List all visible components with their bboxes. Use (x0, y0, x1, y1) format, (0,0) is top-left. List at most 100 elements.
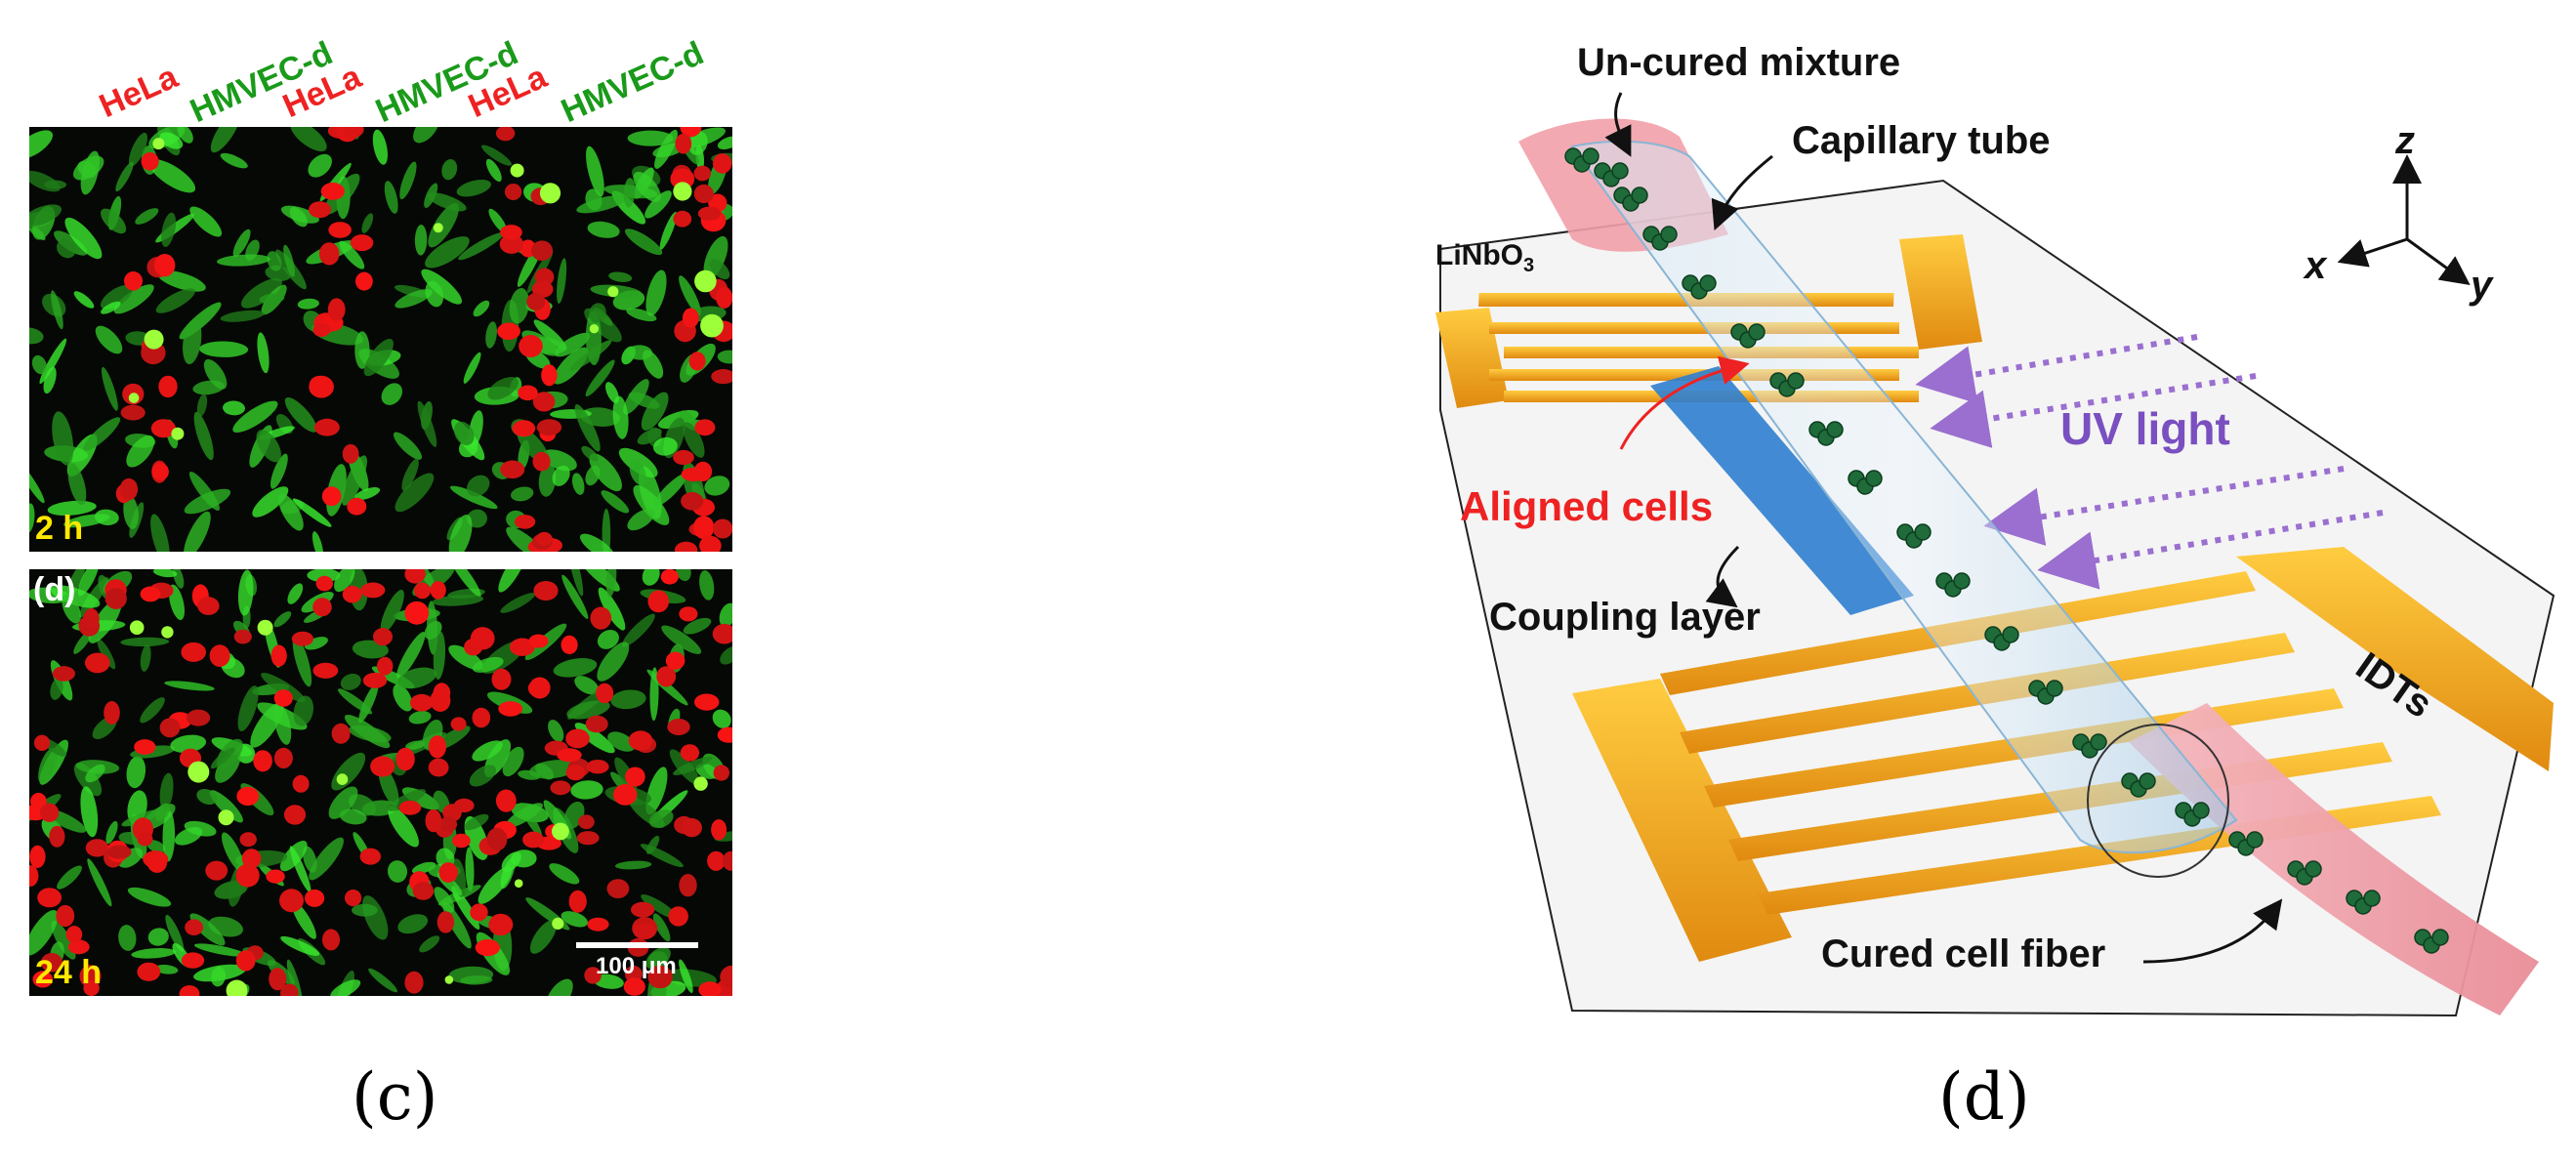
endothelial-cell (126, 435, 155, 468)
endothelial-cell (140, 644, 151, 672)
endothelial-cell (601, 490, 630, 514)
cell-cluster-dot (1914, 523, 1932, 541)
endothelial-cell (273, 611, 292, 628)
endothelial-cell (509, 287, 529, 324)
hela-cell (679, 874, 697, 897)
endothelial-cell (101, 208, 127, 234)
panel-c-caption: (c) (352, 1059, 438, 1135)
endothelial-cell (118, 925, 137, 951)
hela-cell (688, 352, 706, 371)
endothelial-cell (64, 217, 103, 260)
hela-cell (682, 308, 699, 328)
endothelial-cell (421, 269, 463, 305)
cell-field-24h (29, 569, 732, 996)
endothelial-cell (673, 756, 713, 775)
hela-cell (197, 597, 220, 615)
endothelial-cell (612, 395, 629, 439)
endothelial-cell (85, 764, 105, 783)
endothelial-cell (184, 511, 211, 552)
hela-cell (309, 375, 334, 398)
endothelial-cell (561, 911, 589, 928)
label-substrate: LiNbO3 (1435, 239, 1534, 277)
endothelial-cell (62, 594, 81, 624)
endothelial-cell (161, 212, 177, 247)
hela-cell (185, 919, 204, 935)
endothelial-cell (553, 658, 598, 678)
endothelial-cell (427, 192, 467, 212)
hela-cell (327, 298, 346, 321)
hela-cell (541, 364, 558, 387)
hela-cell (606, 879, 630, 898)
endothelial-cell (645, 269, 667, 316)
endothelial-cell (614, 860, 652, 870)
endothelial-cell (607, 731, 636, 752)
hela-cell (83, 608, 100, 630)
endothelial-cell (290, 127, 327, 152)
hela-cell (628, 730, 653, 751)
hela-cell (239, 832, 257, 848)
endothelial-cell (405, 740, 426, 750)
endothelial-cell (679, 275, 701, 315)
hela-cell (522, 831, 545, 849)
endothelial-cell (448, 569, 481, 598)
hela-cell (65, 926, 83, 943)
bright-cell (433, 223, 443, 233)
hela-cell (359, 848, 381, 865)
hela-cell (269, 968, 287, 991)
hela-cell (362, 672, 388, 688)
endothelial-cell (574, 404, 601, 452)
label-capillary: Capillary tube (1792, 119, 2051, 162)
endothelial-cell (210, 127, 240, 153)
endothelial-cell (608, 271, 633, 282)
endothelial-cell (587, 221, 620, 238)
hela-cell (137, 962, 161, 981)
hela-cell (342, 585, 362, 603)
endothelial-cell (196, 394, 208, 417)
endothelial-cell (621, 613, 655, 647)
hela-cell (233, 629, 252, 644)
endothelial-cell (381, 383, 403, 405)
endothelial-cell (196, 788, 218, 806)
hela-cell (720, 965, 732, 989)
endothelial-cell (221, 832, 245, 873)
endothelial-cell (387, 789, 427, 811)
hela-cell (668, 906, 688, 927)
hela-cell (576, 831, 600, 846)
hela-cell (596, 683, 614, 704)
endothelial-cell (291, 901, 316, 939)
hela-cell (452, 833, 471, 849)
endothelial-cell (257, 332, 270, 374)
endothelial-cell (419, 935, 440, 953)
hela-cell (716, 286, 732, 309)
endothelial-cell (287, 583, 304, 604)
endothelial-cell (413, 127, 439, 144)
hela-cell (347, 497, 367, 516)
hela-cell (532, 451, 551, 472)
hela-cell (518, 385, 538, 401)
endothelial-cell (97, 639, 116, 670)
endothelial-cell (77, 569, 100, 597)
endothelial-cell (237, 569, 254, 616)
hela-cell (565, 765, 586, 781)
cell-cluster-dot (1953, 572, 1971, 590)
endothelial-cell (399, 161, 417, 200)
hela-cell (279, 889, 304, 913)
endothelial-cell (157, 269, 206, 292)
endothelial-cell (261, 672, 306, 703)
hela-cell (40, 953, 63, 973)
hela-cell (241, 849, 262, 869)
hela-cell (37, 888, 62, 908)
endothelial-cell (209, 790, 243, 823)
endothelial-cell (473, 300, 490, 317)
hela-cell (314, 418, 340, 436)
endothelial-cell (73, 291, 95, 309)
endothelial-cell (154, 964, 179, 974)
endothelial-cell (280, 935, 320, 956)
hela-cell (565, 728, 590, 749)
endothelial-cell (401, 458, 419, 491)
endothelial-cell (549, 863, 580, 885)
bright-cell (693, 776, 708, 791)
endothelial-cell (465, 847, 475, 891)
endothelial-cell (546, 978, 573, 996)
endothelial-cell (393, 684, 413, 712)
